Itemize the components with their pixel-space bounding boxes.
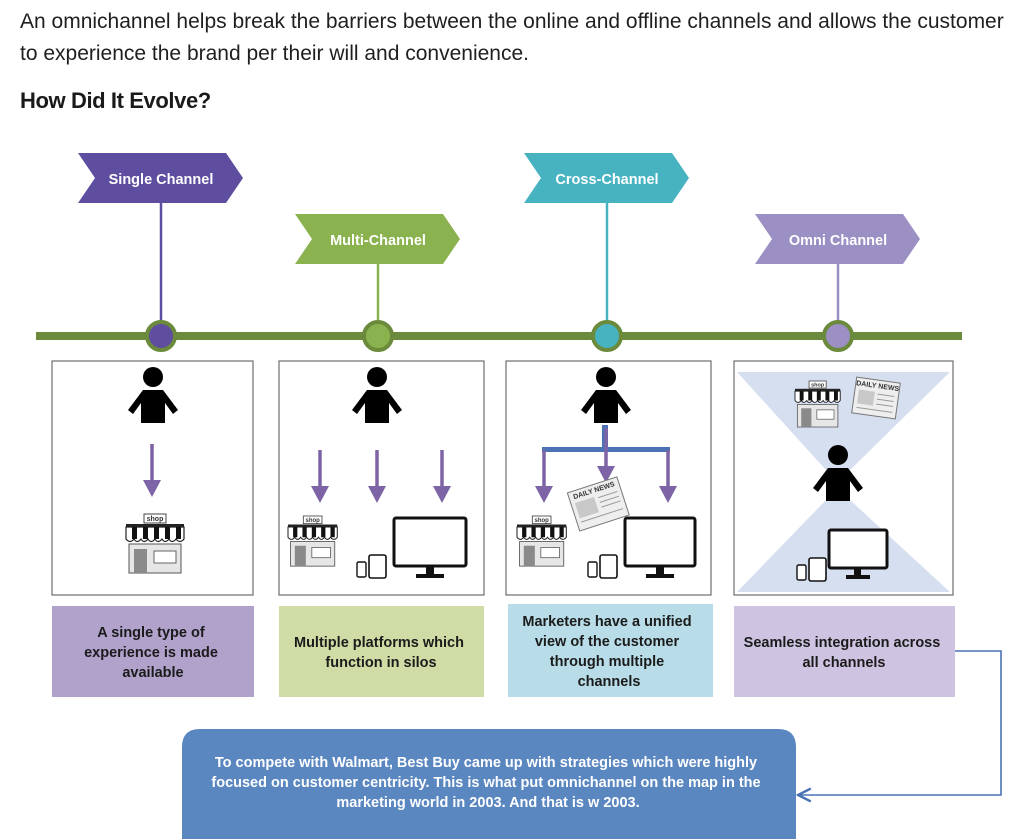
phone-tablet-icon — [356, 554, 387, 579]
person-icon — [813, 445, 863, 501]
stage-multi-channel: Multi-Channel shop — [278, 214, 485, 697]
intro-paragraph: An omnichannel helps break the barriers … — [20, 10, 1004, 65]
history-note-text: To compete with Walmart, Best Buy came u… — [211, 755, 764, 811]
shop-icon: shop — [125, 513, 185, 574]
node-single-channel — [145, 320, 177, 352]
node-multi-channel — [362, 320, 394, 352]
phone-tablet-icon — [587, 554, 618, 579]
history-note-box — [182, 729, 796, 839]
person-icon — [352, 367, 402, 423]
stage-omni-channel: Omni Channel shop DAILY NEWS — [733, 214, 955, 697]
flag-multi-channel — [295, 214, 460, 264]
flag-label-omni-channel: Omni Channel — [789, 233, 887, 249]
newspaper-icon: DAILY NEWS — [851, 376, 901, 420]
description-box-omni-channel — [734, 606, 955, 697]
shop-icon: shop — [516, 515, 567, 567]
phone-tablet-icon — [796, 557, 827, 582]
flag-label-cross-channel: Cross-Channel — [555, 172, 658, 188]
section-heading: How Did It Evolve? — [20, 88, 211, 113]
monitor-icon — [392, 516, 468, 578]
shop-tag-label: shop — [811, 382, 825, 388]
shop-tag-label: shop — [147, 516, 164, 523]
description-omni-channel: Seamless integration across all channels — [744, 635, 945, 671]
description-box-single-channel — [52, 606, 254, 697]
loop-connector-arrow — [798, 650, 1002, 795]
flag-label-single-channel: Single Channel — [109, 172, 214, 188]
description-single-channel: A single type of experience is made avai… — [84, 625, 222, 681]
shop-icon: shop — [794, 380, 841, 428]
person-icon — [581, 367, 631, 423]
shop-icon: shop — [287, 515, 338, 567]
stage-cross-channel: Cross-Channel shop — [505, 153, 713, 697]
description-box-cross-channel — [508, 604, 713, 697]
node-cross-channel — [591, 320, 623, 352]
monitor-icon — [623, 516, 697, 578]
person-icon — [128, 367, 178, 423]
stage-single-channel: Single Channel shop A — [51, 153, 254, 697]
flag-single-channel — [78, 153, 243, 203]
description-cross-channel: Marketers have a unified view of the cus… — [522, 614, 695, 690]
arrow-down-icon — [433, 450, 451, 503]
node-omni-channel — [822, 320, 854, 352]
flag-omni-channel — [755, 214, 920, 264]
arrow-down-icon — [311, 450, 329, 503]
shop-tag-label: shop — [535, 518, 550, 524]
monitor-icon — [827, 528, 889, 579]
arrow-down-icon — [535, 450, 553, 503]
arrow-down-icon — [368, 450, 386, 503]
description-multi-channel: Multiple platforms which function in sil… — [294, 635, 468, 671]
newspaper-icon: DAILY NEWS — [566, 476, 630, 532]
arrow-down-icon — [597, 428, 615, 483]
arrow-down-icon — [659, 450, 677, 503]
history-note: To compete with Walmart, Best Buy came u… — [182, 729, 796, 839]
arrow-down-icon — [143, 444, 161, 497]
flag-cross-channel — [524, 153, 689, 203]
description-box-multi-channel — [279, 606, 484, 697]
shop-tag-label: shop — [306, 518, 321, 524]
timeline-bar — [36, 332, 962, 340]
flag-label-multi-channel: Multi-Channel — [330, 233, 426, 249]
